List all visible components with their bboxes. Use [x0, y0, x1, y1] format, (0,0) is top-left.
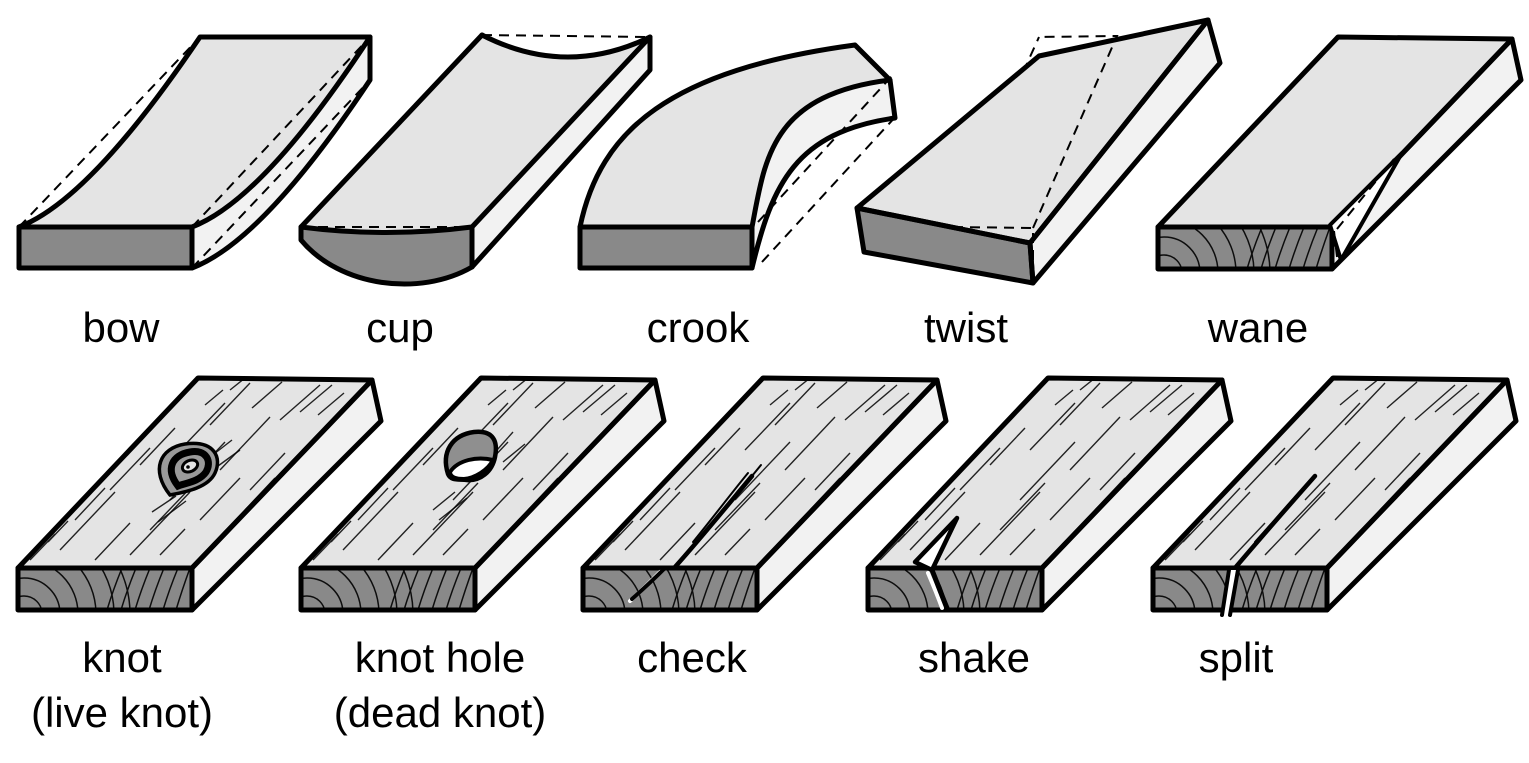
- label-twist-text: twist: [924, 304, 1008, 351]
- split-crack: [1220, 473, 1318, 617]
- figure-crook: [560, 0, 952, 300]
- check-crack: [628, 464, 762, 603]
- shake-crack: [912, 515, 960, 611]
- twist-board: [854, 17, 1223, 286]
- label-bow-text: bow: [82, 304, 160, 351]
- label-split-text: split: [1198, 634, 1274, 681]
- knot-illustration: [0, 370, 392, 630]
- label-knot-hole-text: knot hole: [354, 634, 526, 681]
- wane-illustration: [1140, 29, 1529, 300]
- label-twist: twist: [924, 300, 1008, 355]
- bow-board: [16, 34, 373, 271]
- label-cup: cup: [366, 300, 434, 355]
- figure-shake: [850, 370, 1242, 630]
- figure-cup: [280, 0, 672, 300]
- label-wane: wane: [1208, 300, 1308, 355]
- label-split: split: [1199, 630, 1274, 685]
- knot-mark: [151, 439, 241, 523]
- cup-board: [298, 32, 653, 287]
- bow-illustration: [16, 34, 373, 271]
- figure-wane: [1140, 29, 1529, 300]
- label-bow: bow: [82, 300, 159, 355]
- figure-twist: [850, 0, 1242, 300]
- label-crook: crook: [647, 300, 750, 355]
- label-knot-subtext: (live knot): [30, 689, 214, 737]
- figure-knot: [0, 370, 392, 630]
- crook-illustration: [577, 42, 899, 271]
- knot-hole-illustration: [283, 370, 675, 630]
- label-knot-hole: knot hole (dead knot): [334, 630, 546, 741]
- label-check-text: check: [637, 634, 747, 681]
- split-illustration: [1135, 370, 1527, 617]
- label-shake-text: shake: [917, 634, 1031, 681]
- label-crook-text: crook: [646, 304, 750, 351]
- label-knot: knot (live knot): [31, 630, 213, 741]
- label-shake: shake: [918, 630, 1030, 685]
- twist-illustration: [854, 17, 1223, 286]
- label-check: check: [637, 630, 747, 685]
- figure-bow: [0, 0, 392, 300]
- crook-board: [577, 42, 899, 271]
- label-wane-text: wane: [1207, 304, 1309, 351]
- figure-knot-hole: [283, 370, 675, 630]
- shake-illustration: [850, 370, 1242, 630]
- knot-hole-mark: [432, 429, 526, 521]
- cup-illustration: [298, 32, 653, 287]
- figure-check: [565, 370, 957, 630]
- label-cup-text: cup: [366, 304, 434, 351]
- wane-cut-facet: [1328, 151, 1404, 262]
- label-knot-text: knot: [82, 634, 162, 681]
- check-illustration: [565, 370, 957, 630]
- label-knot-hole-subtext: (dead knot): [333, 689, 547, 737]
- figure-split: [1135, 370, 1527, 630]
